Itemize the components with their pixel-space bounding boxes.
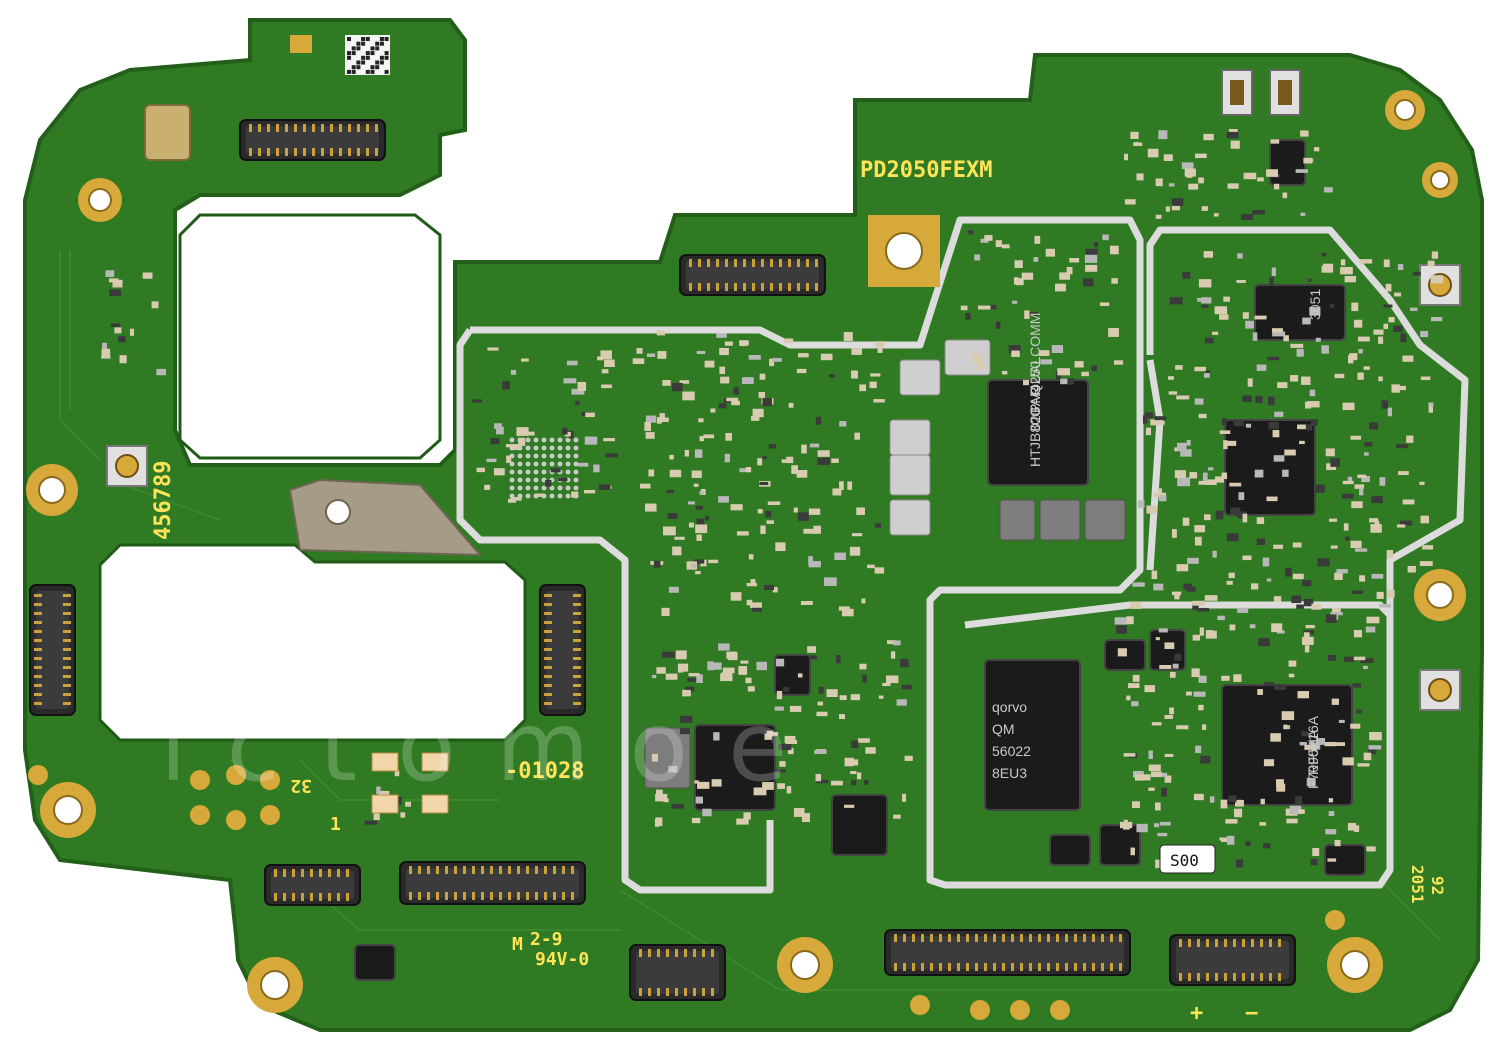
- test-pad-4: [260, 770, 280, 790]
- board-connector-8: [629, 944, 726, 1001]
- inductor-4: [644, 727, 691, 789]
- silk-ul-mark: M: [512, 934, 523, 955]
- board-connector-4: [539, 584, 586, 716]
- antenna-connector-1: [1419, 264, 1461, 306]
- ic-small-3: [354, 944, 396, 981]
- silk-32: 32: [290, 775, 312, 796]
- passive-components: [101, 128, 1444, 869]
- test-pad-12: [1325, 910, 1345, 930]
- ic-small-8: [1099, 824, 1141, 866]
- test-pad-5: [190, 805, 210, 825]
- pmic-line-2: PM4250: [1027, 361, 1043, 413]
- gold-square-pad-hole: [885, 232, 923, 270]
- test-pad-1: [28, 765, 48, 785]
- ic-small-9: [1324, 844, 1366, 876]
- ic-pmic: [987, 379, 1089, 486]
- mounting-hole-center-4: [53, 795, 83, 825]
- test-pad-8: [970, 1000, 990, 1020]
- board-outline: [23, 18, 1484, 1032]
- fuse-1: [371, 752, 399, 772]
- metal-bracket: [288, 478, 483, 557]
- qorvo-line-1: qorvo: [992, 699, 1027, 715]
- silk-s00: S00: [1170, 851, 1199, 870]
- silk-plus: +: [1190, 1001, 1203, 1026]
- shield-can-3: [964, 601, 1393, 629]
- metal-block-1: [889, 419, 931, 456]
- qorvo-line-3: 56022: [992, 743, 1031, 759]
- ic-processor: [1224, 419, 1316, 516]
- fuse-4: [421, 794, 449, 814]
- shield-can-1: [470, 216, 1469, 889]
- mounting-hole-center-5: [1426, 581, 1454, 609]
- board-connector-5: [264, 864, 361, 906]
- fuse-3: [421, 752, 449, 772]
- mounting-hole-center-1: [88, 188, 112, 212]
- metal-block-5: [944, 339, 991, 376]
- shield-can-2: [456, 328, 774, 894]
- test-pad-7: [260, 805, 280, 825]
- microphone: [144, 104, 191, 161]
- pmic-line-1: QUALCOMM: [1027, 313, 1043, 395]
- qorvo-line-2: QM: [992, 721, 1015, 737]
- fuse-2: [371, 794, 399, 814]
- board-connector-9: [1169, 934, 1296, 986]
- watermark-text: ictomoe: [160, 691, 827, 803]
- mounting-hole-center-10: [1430, 170, 1450, 190]
- data-matrix-code: [345, 35, 390, 75]
- qorvo-line-4: 8EU3: [992, 765, 1027, 781]
- silk-92: 92: [1428, 876, 1447, 895]
- ic-qorvo-pa: [984, 659, 1081, 811]
- rf-line-2: F7090HA: [1305, 729, 1321, 789]
- pmic-line-5: HT: [1027, 448, 1043, 467]
- bga-pad-array: [509, 437, 579, 499]
- silk-minus: −: [1245, 1001, 1258, 1026]
- metal-block-4: [899, 359, 941, 396]
- mounting-hole-center-7: [790, 950, 820, 980]
- silk-rating-2: 94V-0: [535, 949, 589, 970]
- ic-power-2: [831, 794, 888, 856]
- metal-block-3: [889, 499, 931, 536]
- silk-part-number: -01028: [505, 759, 584, 784]
- inductor-2: [1039, 499, 1081, 541]
- inductor-1: [999, 499, 1036, 541]
- test-pad-2: [190, 770, 210, 790]
- test-pad-9: [1010, 1000, 1030, 1020]
- pmic-line-4: JB80GAR: [1027, 387, 1043, 449]
- silk-rating-1: 2-9: [530, 929, 563, 950]
- board-connector-1: [239, 119, 386, 161]
- ic-small-1: [1254, 284, 1346, 341]
- ic-small-7: [1049, 834, 1091, 866]
- small-chip-label: 3051: [1307, 289, 1323, 320]
- pmic-line-3: 020: [1027, 407, 1043, 431]
- metal-block-2: [889, 454, 931, 496]
- board-connector-2: [679, 254, 826, 296]
- silk-1: 1: [330, 814, 341, 835]
- test-pad-11: [910, 995, 930, 1015]
- mounting-hole-center-9: [1394, 99, 1416, 121]
- mounting-hole-center-6: [260, 970, 290, 1000]
- ic-rf-transceiver: [1221, 684, 1353, 806]
- test-pad-6: [226, 810, 246, 830]
- board-cutout-lower: [98, 543, 527, 742]
- board-connector-6: [399, 861, 586, 905]
- gold-pad-square: [290, 35, 312, 53]
- ic-small-2: [1269, 139, 1306, 186]
- mounting-hole-center-3: [38, 476, 66, 504]
- silk-serial: 456789: [151, 461, 176, 540]
- ic-small-6: [1149, 629, 1186, 671]
- board-connector-7: [884, 929, 1131, 976]
- test-pad-10: [1050, 1000, 1070, 1020]
- s00-label-box: [1159, 844, 1216, 874]
- test-pad-3: [226, 765, 246, 785]
- silk-2051: 2051: [1408, 865, 1427, 904]
- inductor-3: [1084, 499, 1126, 541]
- rf-line-1: RF5216A: [1305, 715, 1321, 775]
- metal-bracket-hole: [325, 499, 351, 525]
- board-connector-3: [29, 584, 76, 716]
- silk-model: PD2050FEXM: [860, 158, 992, 183]
- mounting-hole-center-8: [1340, 950, 1370, 980]
- board-cutout-upper: [178, 213, 442, 460]
